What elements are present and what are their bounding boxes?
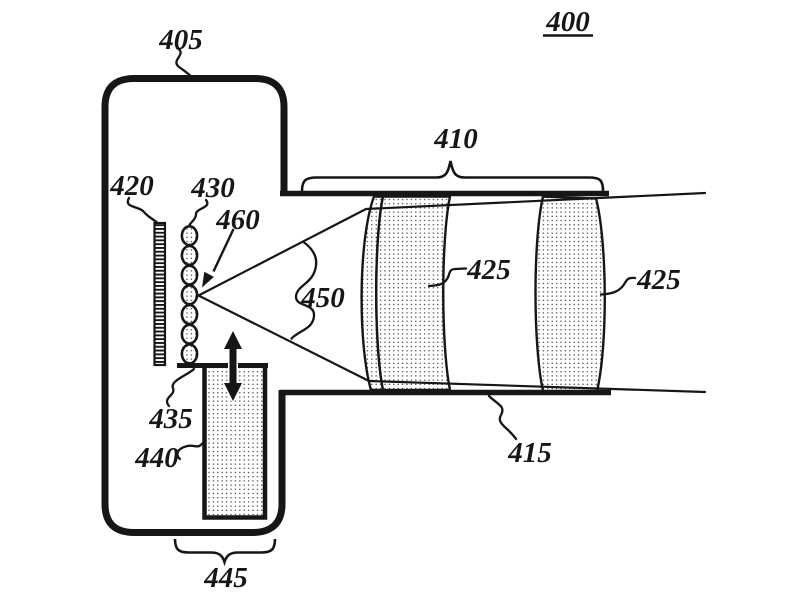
leader-420 — [126, 196, 159, 224]
label-base-bracket: 445 — [203, 562, 248, 594]
label-lens-right: 425 — [636, 264, 681, 296]
label-lens-left: 425 — [466, 254, 511, 286]
leader-405 — [175, 46, 193, 78]
leader-430 — [188, 198, 209, 227]
label-focal-point: 460 — [215, 204, 260, 236]
label-light-cone: 450 — [300, 282, 345, 314]
leader-440 — [176, 441, 205, 461]
leader-415 — [487, 394, 518, 441]
base-underbrace — [173, 538, 277, 567]
label-platform: 435 — [148, 403, 193, 435]
leader-435 — [165, 367, 196, 408]
bead-stack — [180, 225, 199, 365]
leader-425-left — [427, 267, 468, 288]
double-arrow-icon — [221, 327, 245, 405]
striped-strip — [153, 221, 167, 367]
lens-doublet-element-b — [375, 195, 452, 392]
label-striped-strip: 420 — [109, 170, 154, 202]
label-barrel-top: 410 — [433, 123, 478, 155]
lens-element-right — [534, 195, 606, 393]
leader-425-right — [599, 276, 637, 296]
camera-body-outline — [101, 75, 288, 536]
figure-title: 400 — [545, 6, 590, 38]
leader-lines — [126, 46, 637, 461]
barrel-overbrace — [300, 160, 605, 192]
light-ray-bottom — [197, 294, 707, 394]
label-barrel-bottom: 415 — [507, 437, 552, 469]
leader-450-squiggle — [290, 240, 318, 340]
pointer-arrow-460 — [202, 228, 235, 288]
label-block: 440 — [134, 442, 179, 474]
label-housing: 405 — [158, 24, 203, 56]
light-ray-top — [197, 191, 707, 297]
label-bead-stack: 430 — [190, 172, 235, 204]
